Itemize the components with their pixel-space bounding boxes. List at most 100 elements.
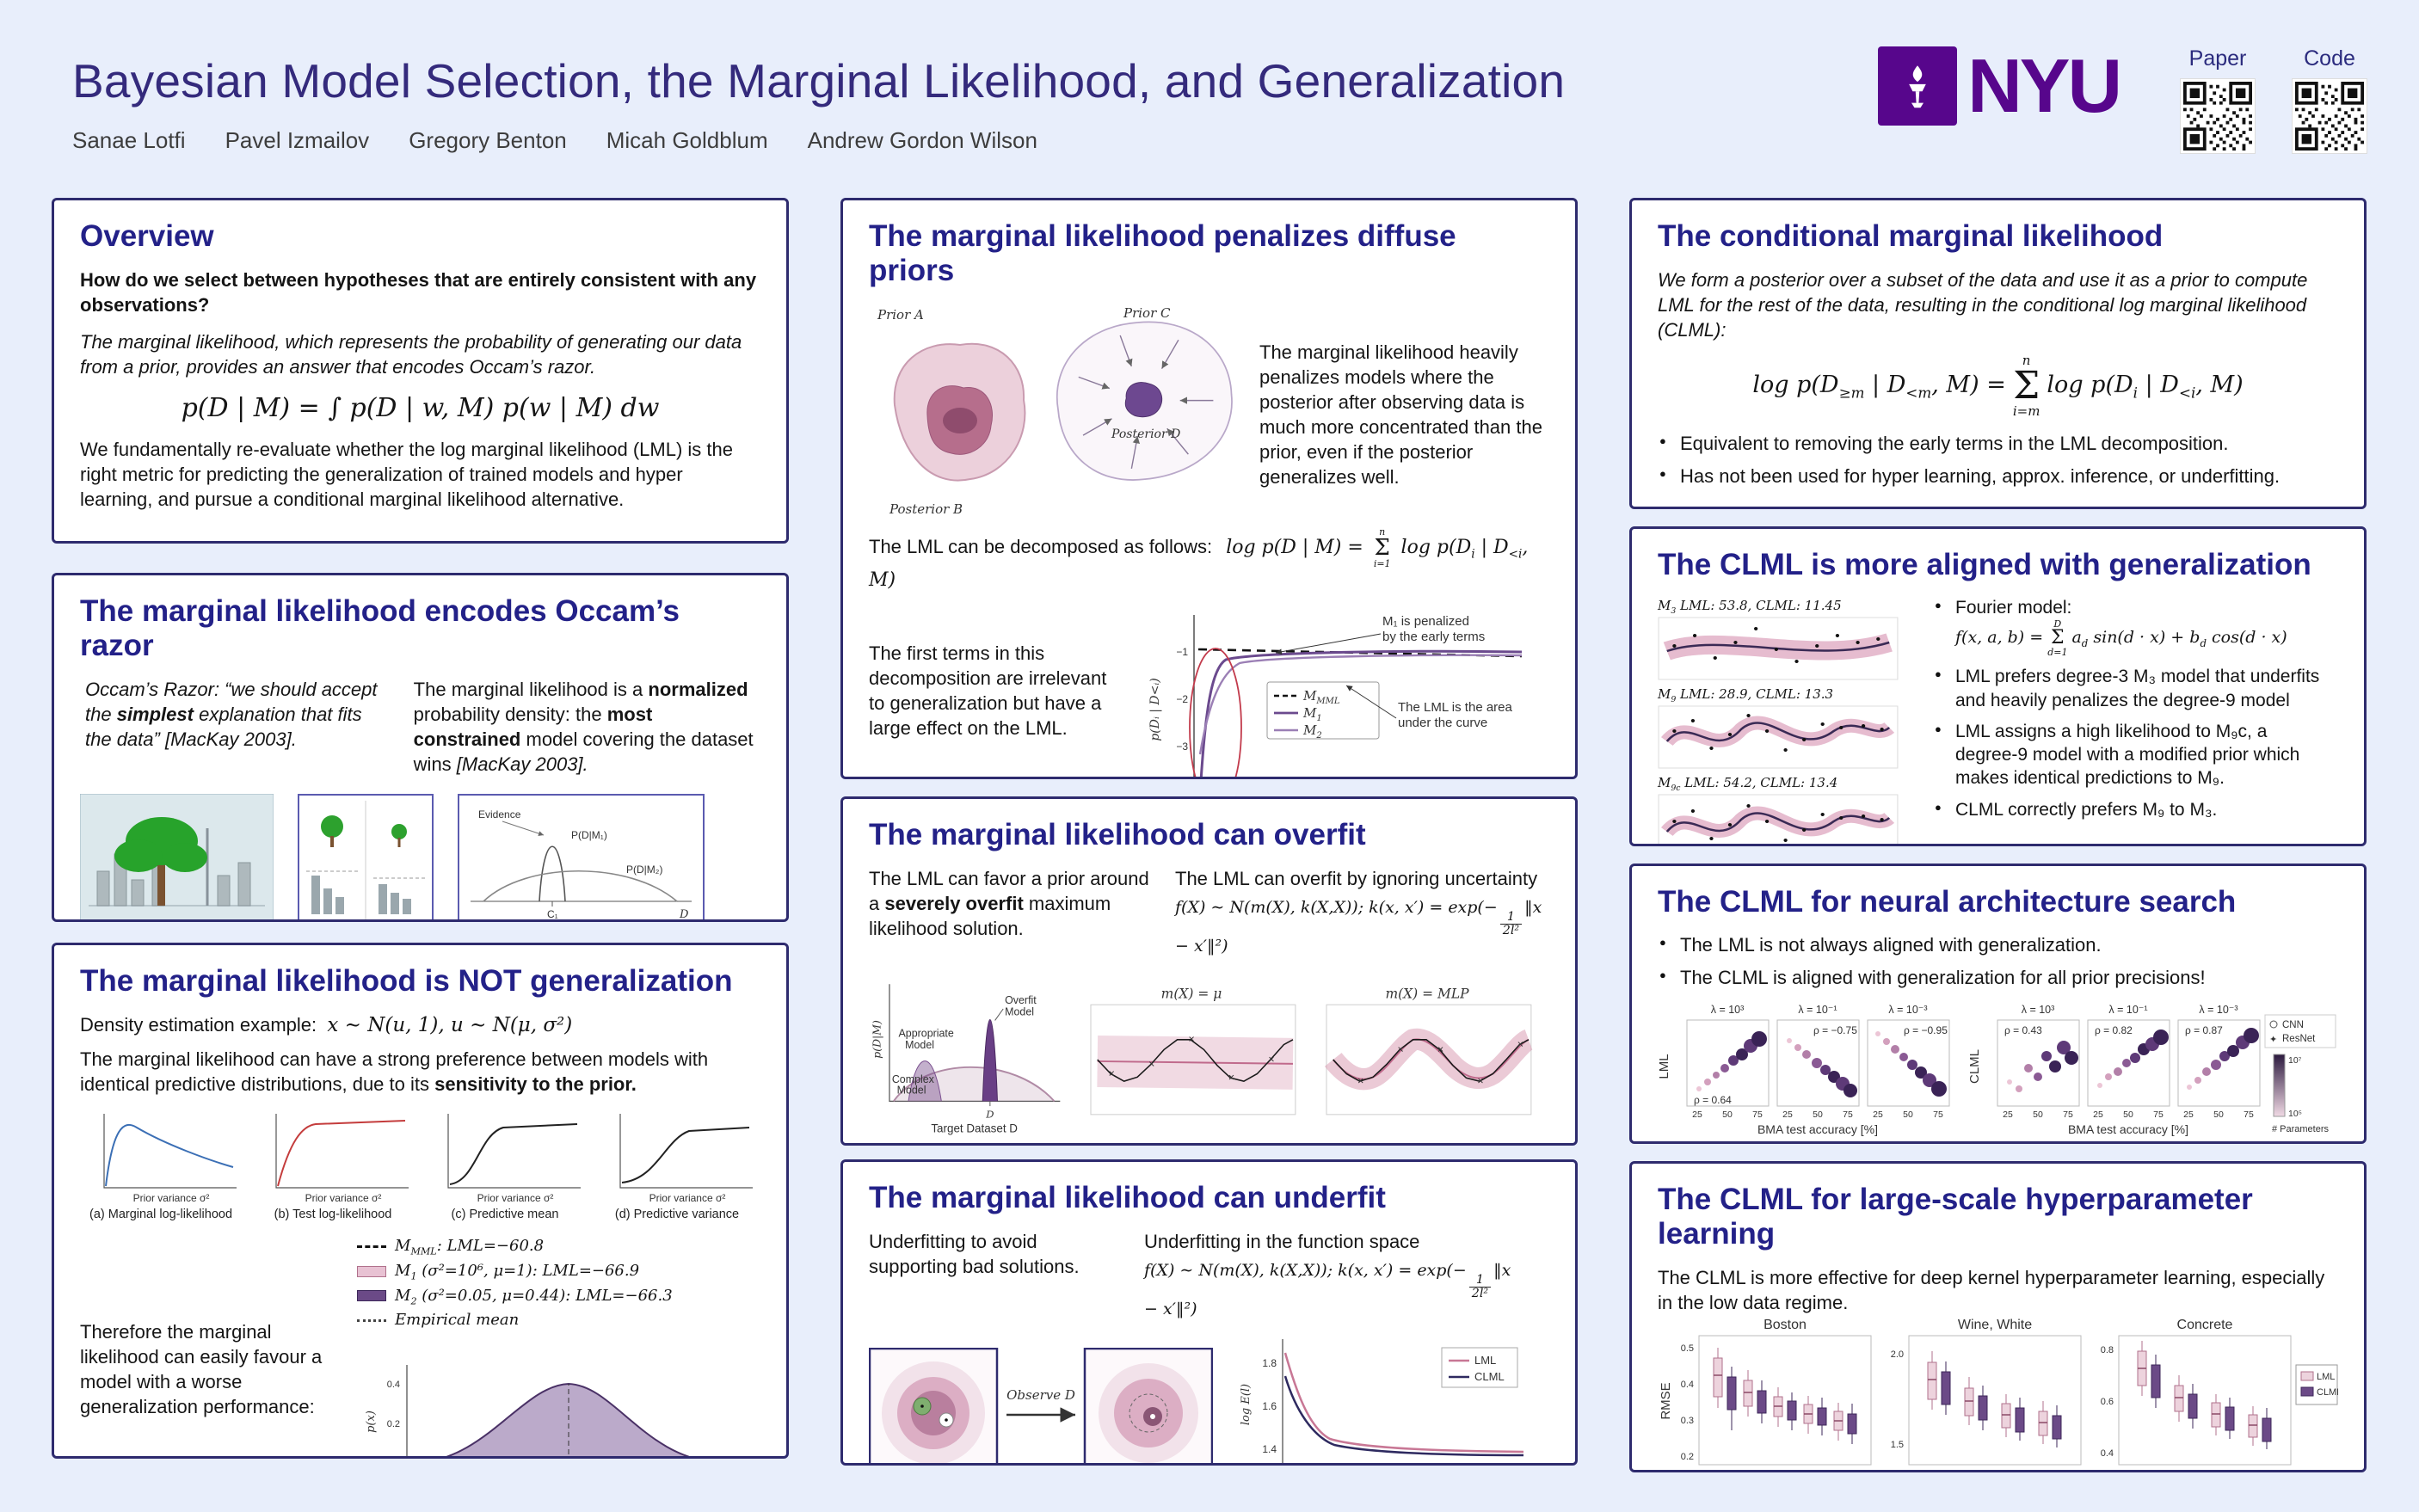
fit-plot-m9 (1658, 705, 1899, 769)
svg-text:Prior variance σ²: Prior variance σ² (133, 1192, 210, 1204)
svg-text:ρ = −0.75: ρ = −0.75 (1813, 1024, 1857, 1036)
nas-lml-axis-label: LML (1658, 1054, 1671, 1079)
svg-text:50: 50 (1813, 1109, 1823, 1120)
svg-text:Model: Model (897, 1085, 926, 1097)
nas-heading: The CLML for neural architecture search (1658, 885, 2237, 919)
occam-right-text: The marginal likelihood is a normalized … (413, 679, 754, 776)
svg-text:CLML: CLML (2317, 1387, 2338, 1398)
annotation-area-2: under the curve (1398, 716, 1487, 730)
svg-text:Boston: Boston (1763, 1318, 1807, 1332)
hyper-boxplot-figure: RMSE Boston 0.5 0.4 0.3 0.2 100200300400… (1659, 1318, 2342, 1472)
underfit-heading: The marginal likelihood can underfit (869, 1181, 1386, 1214)
svg-text:−3: −3 (1176, 741, 1188, 753)
legend-mml: MMML: LML=−60.8 (357, 1237, 758, 1257)
notgen-mini-plots: Prior variance σ² (a) Marginal log-likel… (80, 1109, 760, 1221)
overfit-right-head: The LML can overfit by ignoring uncertai… (1175, 868, 1538, 889)
qr-paper: Paper (2180, 46, 2256, 154)
svg-text:Prior variance σ²: Prior variance σ² (649, 1192, 726, 1204)
svg-text:D: D (985, 1109, 994, 1121)
qr-code: Code (2292, 46, 2367, 154)
overfit-kernel-equation: f(X) ∼ N(m(X), k(X,X)); k(x, x′) = exp(−… (1175, 898, 1542, 956)
svg-text:0.2: 0.2 (387, 1419, 400, 1429)
svg-text:✕: ✕ (1357, 1078, 1364, 1087)
svg-text:ResNet: ResNet (2282, 1034, 2316, 1044)
svg-text:ρ = 0.82: ρ = 0.82 (2095, 1024, 2133, 1036)
overfit-heading: The marginal likelihood can overfit (869, 818, 1366, 851)
svg-text:λ = 10⁻¹: λ = 10⁻¹ (2108, 1004, 2147, 1016)
observe-label: Observe D (1006, 1387, 1075, 1403)
svg-text:1.8: 1.8 (1262, 1357, 1277, 1369)
svg-text:λ = 10³: λ = 10³ (2022, 1004, 2055, 1016)
pdm2-label: P(D|M₂) (626, 864, 662, 876)
svg-text:1.5: 1.5 (1891, 1440, 1904, 1450)
svg-text:10⁷: 10⁷ (2288, 1055, 2302, 1066)
section-diffuse-priors: The marginal likelihood penalizes diffus… (840, 198, 1578, 779)
qr-paper-image (2180, 78, 2256, 154)
qr-block: Paper Code (2180, 46, 2367, 154)
overfit-right-block: The LML can overfit by ignoring uncertai… (1175, 866, 1545, 956)
overview-equation: p(D | M) = ∫ p(D | w, M) p(w | M) dw (181, 393, 660, 424)
annotation-penalized-1: M₁ is penalized (1382, 614, 1469, 629)
svg-text:Complex: Complex (892, 1074, 935, 1086)
posterior-d-label: Posterior D (1111, 427, 1180, 441)
mini-plot-test-ll: Prior variance σ² (b) Test log-likelihoo… (252, 1109, 414, 1221)
svg-text:100: 100 (2141, 1469, 2157, 1472)
svg-text:25: 25 (2183, 1109, 2194, 1120)
svg-text:✕: ✕ (1108, 1070, 1115, 1079)
poster-title: Bayesian Model Selection, the Marginal L… (72, 54, 1566, 108)
svg-text:−1: −1 (1176, 646, 1188, 658)
svg-text:0.4: 0.4 (1681, 1380, 1694, 1390)
pdm1-label: P(D|M₁) (571, 829, 607, 841)
bullet: Equivalent to removing the early terms i… (1658, 432, 2338, 457)
svg-text:75: 75 (1752, 1109, 1763, 1120)
bullet: The CLML is aligned with generalization … (1658, 966, 2338, 991)
occam-left-text: Occam’s Razor: “we should accept the sim… (85, 679, 378, 751)
conditional-bullets: Equivalent to removing the early terms i… (1658, 432, 2338, 489)
svg-text:75: 75 (2244, 1109, 2254, 1120)
svg-text:2.0: 2.0 (1891, 1349, 1904, 1360)
hyper-heading: The CLML for large-scale hyperparameter … (1658, 1183, 2253, 1251)
evidence-figure: Evidence P(D|M₁) P(D|M₂) C₁ D (458, 794, 705, 921)
svg-text:m(X) = MLP: m(X) = MLP (1385, 986, 1469, 1002)
column-left: Overview How do we select between hypoth… (52, 198, 789, 1472)
svg-text:Wine, White: Wine, White (1958, 1318, 2032, 1332)
posterior-b-label: Posterior B (889, 501, 963, 517)
svg-text:✕: ✕ (1228, 1074, 1235, 1084)
svg-text:75: 75 (2153, 1109, 2164, 1120)
rmse-axis-label: RMSE (1659, 1382, 1673, 1419)
overview-heading: Overview (80, 219, 214, 253)
svg-text:0.0: 0.0 (387, 1458, 400, 1459)
svg-text:300: 300 (1968, 1469, 1984, 1472)
svg-text:75: 75 (1843, 1109, 1853, 1120)
svg-text:✕: ✕ (1477, 1078, 1484, 1087)
prior-posterior-blobs-figure: Prior A Posterior B Prior C Posterior D (877, 305, 1233, 517)
svg-text:0.8: 0.8 (2101, 1345, 2114, 1355)
aligned-heading: The CLML is more aligned with generaliza… (1658, 548, 2311, 581)
overview-body: We fundamentally re-evaluate whether the… (80, 439, 733, 511)
qr-paper-label: Paper (2188, 46, 2247, 71)
svg-text:300: 300 (2178, 1469, 2194, 1472)
author: Andrew Gordon Wilson (807, 127, 1037, 153)
overfit-left-text: The LML can favor a prior around a sever… (869, 868, 1149, 940)
svg-text:✕: ✕ (1268, 1055, 1275, 1065)
nas-xlabel-right: BMA test accuracy [%] (2068, 1122, 2188, 1136)
qr-code-label: Code (2304, 46, 2355, 71)
underfit-kernel-equation: f(X) ∼ N(m(X), k(X,X)); k(x, x′) = exp(−… (1144, 1261, 1511, 1319)
diffuse-early-terms: The first terms in this decomposition ar… (869, 642, 1107, 740)
dataset-tick: D (679, 908, 689, 921)
svg-text:CLML: CLML (1474, 1370, 1505, 1383)
annotation-penalized-2: by the early terms (1382, 630, 1485, 644)
svg-text:CNN: CNN (2282, 1020, 2304, 1030)
svg-text:ρ = 0.64: ρ = 0.64 (1694, 1094, 1732, 1106)
underfit-loss-plot: 1.8 1.6 1.4 LML CLML 0 50 100 150 Data s… (1240, 1339, 1524, 1463)
legend-m1: M1 (σ²=10⁶, μ=1): LML=−66.9 (357, 1262, 758, 1282)
svg-text:✕: ✕ (1517, 1041, 1523, 1050)
svg-text:ρ = 0.43: ρ = 0.43 (2004, 1024, 2042, 1036)
c1-tick: C₁ (547, 908, 558, 920)
notgen-therefore: Therefore the marginal likelihood can ea… (80, 1321, 323, 1418)
svg-text:455: 455 (1837, 1469, 1853, 1472)
svg-text:10⁵: 10⁵ (2288, 1109, 2302, 1119)
poster-columns: Overview How do we select between hypoth… (52, 198, 2367, 1472)
svg-text:0.2: 0.2 (1681, 1452, 1694, 1462)
